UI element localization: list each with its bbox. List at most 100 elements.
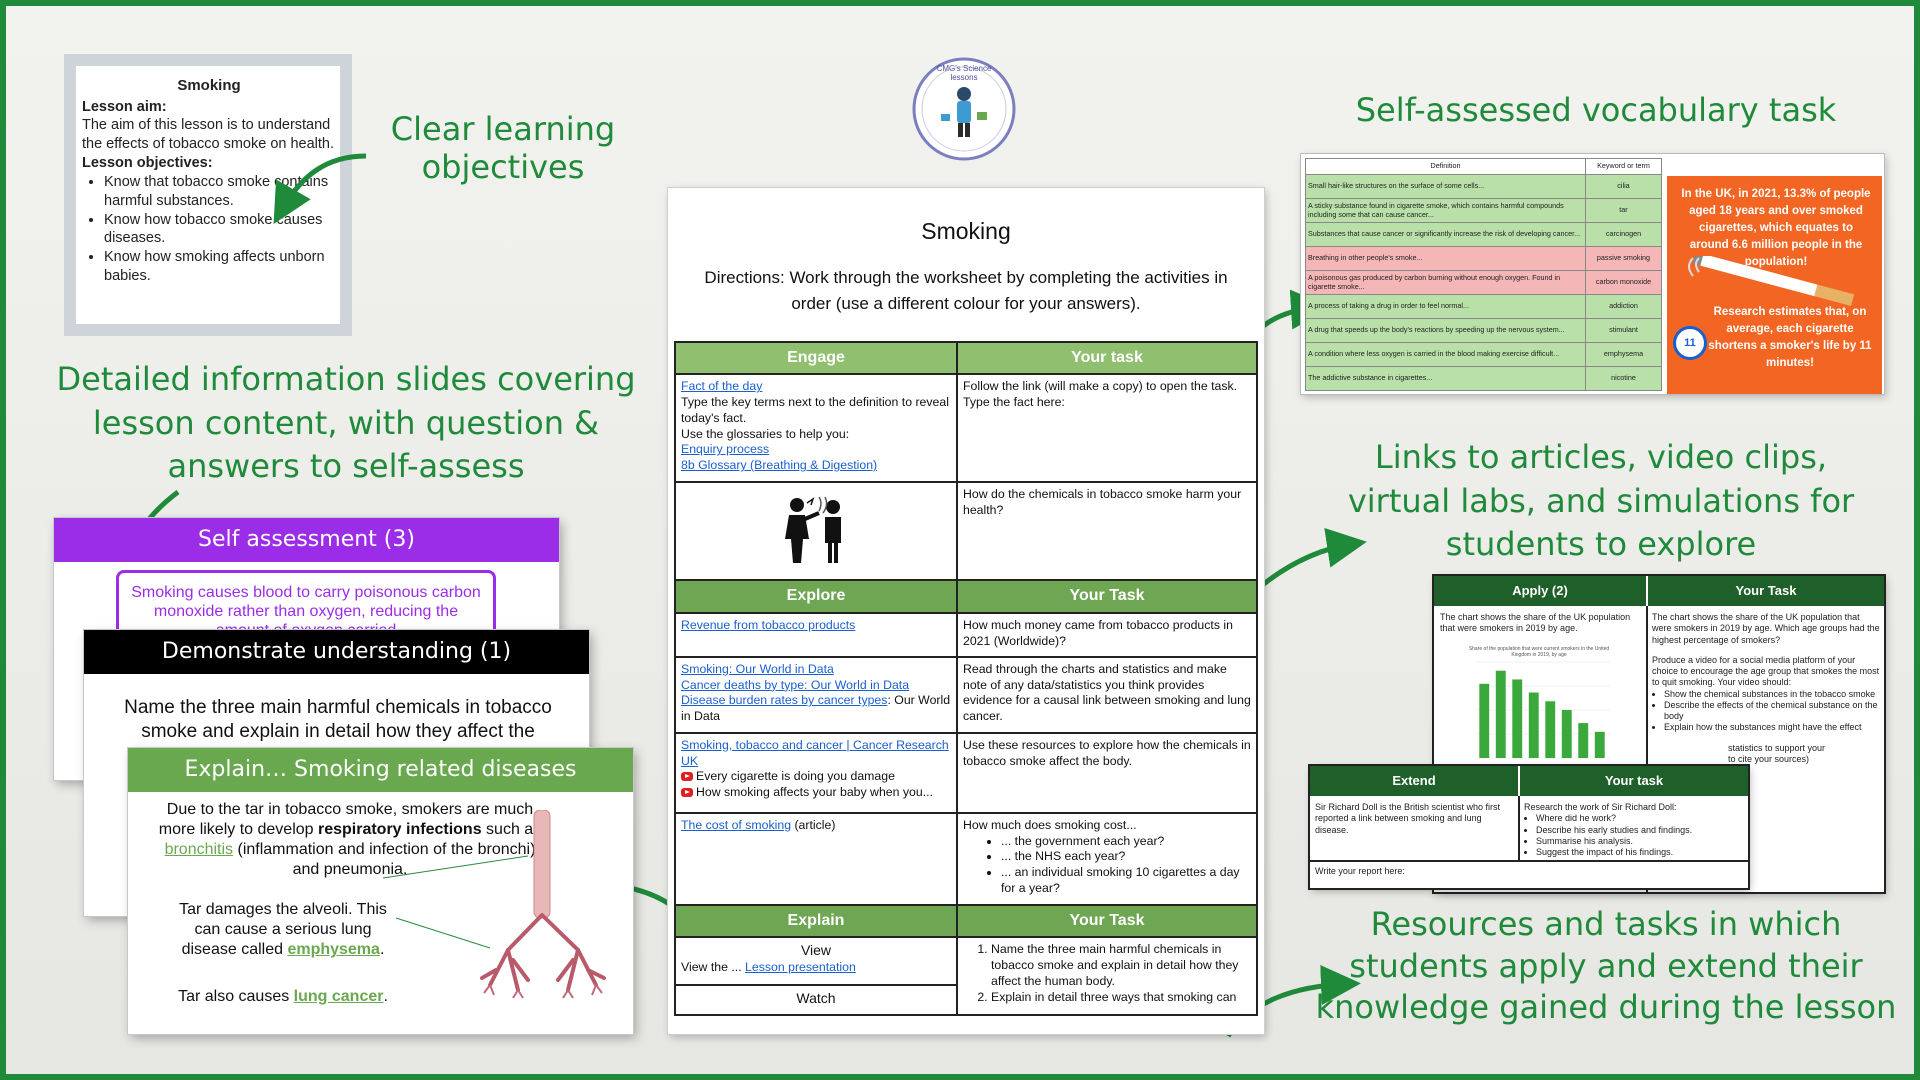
cruk-link[interactable]: Smoking, tobacco and cancer | Cancer Res… <box>681 737 949 768</box>
charts-question: Read through the charts and statistics a… <box>956 655 1258 734</box>
chart-bar <box>1594 731 1605 758</box>
explain-task-item: Explain in detail three ways that smokin… <box>991 990 1251 1006</box>
fact-of-the-day-link[interactable]: Fact of the day <box>681 379 763 394</box>
extend-task-header: Your task <box>1520 766 1748 796</box>
research-text: Research estimates that, on average, eac… <box>1708 306 1872 370</box>
apply-chart-title: Share of the population that were curren… <box>1468 646 1610 658</box>
slide-explain-p2: Tar damages the alveoli. This can cause … <box>179 901 387 958</box>
video-link-1[interactable]: Every cigarette is doing you damage <box>681 769 895 783</box>
vocab-keyword[interactable]: emphysema <box>1585 342 1662 367</box>
vocab-col-keyword: Keyword or term <box>1585 158 1662 175</box>
vocab-keyword[interactable]: carcinogen <box>1585 222 1662 247</box>
explain-task-cell: Name the three main harmful chemicals in… <box>956 936 1258 1017</box>
slide-self-assessment-title: Self assessment (3) <box>54 518 559 562</box>
chart-bar <box>1479 683 1490 758</box>
pointer-lines <box>382 855 529 949</box>
emphysema-link[interactable]: emphysema <box>287 941 380 958</box>
vocab-keyword[interactable]: tar <box>1585 198 1662 223</box>
vocab-definition: A condition where less oxygen is carried… <box>1305 342 1586 367</box>
divider <box>1518 796 1520 860</box>
youtube-icon <box>681 788 693 798</box>
bronchitis-link[interactable]: bronchitis <box>164 841 234 858</box>
objective-item: Know how tobacco smoke causes diseases. <box>104 211 336 249</box>
chart-bar <box>1578 723 1589 758</box>
vocab-keyword[interactable]: carbon monoxide <box>1585 270 1662 295</box>
owid-cancer-deaths-link[interactable]: Cancer deaths by type: Our World in Data <box>681 677 910 692</box>
extend-right-text: Research the work of Sir Richard Doll: W… <box>1524 802 1746 858</box>
apply-task-header: Your Task <box>1648 576 1884 606</box>
objective-item: Know how smoking affects unborn babies. <box>104 248 336 286</box>
vocab-keyword[interactable]: stimulant <box>1585 318 1662 343</box>
vocab-keyword[interactable]: cilia <box>1585 174 1662 199</box>
clock-icon: 11 <box>1673 326 1707 360</box>
revenue-cell: Revenue from tobacco products <box>674 611 958 658</box>
view-label: View <box>800 942 832 959</box>
watch-label: Watch <box>796 990 836 1007</box>
fact-panel: In the UK, in 2021, 13.3% of people aged… <box>1667 176 1882 394</box>
divider <box>1310 860 1748 862</box>
vocab-keyword[interactable]: passive smoking <box>1585 246 1662 271</box>
aim-text: The aim of this lesson is to understand … <box>82 117 335 153</box>
clock-number: 11 <box>1684 337 1696 349</box>
explore-header: Explore <box>674 579 958 614</box>
vocab-definition: A drug that speeds up the body's reactio… <box>1305 318 1586 343</box>
apply-chart: Share of the population that were curren… <box>1464 646 1614 766</box>
vocab-definition: Breathing in other people's smoke... <box>1305 246 1586 271</box>
enquiry-process-link[interactable]: Enquiry process <box>681 442 770 457</box>
vocab-col-definition: Definition <box>1305 158 1586 175</box>
extend-footer: Write your report here: <box>1315 866 1405 876</box>
engage-question-cell: How do the chemicals in tobacco smoke ha… <box>956 481 1258 582</box>
vocab-task-card: Definition Keyword or term Small hair-li… <box>1301 154 1884 394</box>
vocab-definition: A poisonous gas produced by carbon burni… <box>1305 270 1586 295</box>
engage-header: Engage <box>674 340 958 376</box>
objective-item: Know that tobacco smoke contains harmful… <box>104 173 336 211</box>
apply-bullet: Show the chemical substances in the toba… <box>1664 689 1880 700</box>
slide-demonstrate-title: Demonstrate understanding (1) <box>84 630 589 674</box>
cost-item: ... an individual smoking 10 cigarettes … <box>1001 865 1251 896</box>
chart-bar <box>1561 710 1572 758</box>
explore-task-header: Your Task <box>956 579 1258 614</box>
vocab-table: Definition Keyword or term Small hair-li… <box>1305 158 1662 391</box>
objectives-label: Lesson objectives: <box>82 155 213 172</box>
extend-bullet: Summarise his analysis. <box>1536 836 1746 847</box>
vocab-keyword[interactable]: addiction <box>1585 294 1662 319</box>
chart-bar <box>1512 679 1523 758</box>
video-link-2[interactable]: How smoking affects your baby when you..… <box>681 785 933 799</box>
owid-smoking-link[interactable]: Smoking: Our World in Data <box>681 661 834 676</box>
heading-objectives: Clear learning objectives <box>390 110 616 187</box>
slide-explain-p3: Tar also causes lung cancer. <box>178 988 388 1005</box>
cost-of-smoking-link[interactable]: The cost of smoking <box>681 817 792 832</box>
glossary-link[interactable]: 8b Glossary (Breathing & Digestion) <box>681 458 878 473</box>
engage-task-header: Your task <box>956 340 1258 376</box>
objectives-card-title: Smoking <box>177 77 241 94</box>
engage-cell: Fact of the day Type the key terms next … <box>674 373 958 484</box>
logo-text: CMG's Science lessons <box>936 64 992 82</box>
owid-disease-burden-link[interactable]: Disease burden rates by cancer types <box>681 693 888 708</box>
apply-left-text: The chart shows the share of the UK popu… <box>1440 612 1631 634</box>
chart-bar <box>1495 670 1506 758</box>
passive-smoking-icon <box>785 496 841 564</box>
cigarette-icon <box>1688 256 1855 306</box>
objectives-card: Smoking Lesson aim: The aim of this less… <box>64 54 352 336</box>
explain-task-header: Your Task <box>956 903 1258 939</box>
lung-cancer-link[interactable]: lung cancer <box>293 988 384 1005</box>
revenue-link[interactable]: Revenue from tobacco products <box>681 617 856 632</box>
aim-label: Lesson aim: <box>82 98 167 115</box>
cost-item: ... the government each year? <box>1001 834 1251 850</box>
heading-vocab: Self-assessed vocabulary task <box>1355 91 1837 129</box>
objectives-list: Know that tobacco smoke contains harmful… <box>82 173 336 286</box>
extend-card: Extend Your task Sir Richard Doll is the… <box>1310 766 1748 888</box>
worksheet-title: Smoking <box>921 218 1011 244</box>
apply-bullet: Explain how the substances might have th… <box>1664 722 1880 733</box>
vocab-definition: The addictive substance in cigarettes... <box>1305 366 1586 391</box>
vocab-keyword[interactable]: nicotine <box>1585 366 1662 391</box>
extend-bullet: Suggest the impact of his findings. <box>1536 847 1746 858</box>
heading-resources: Resources and tasks in which students ap… <box>1315 905 1897 1027</box>
divider <box>1646 606 1648 892</box>
fact-text: In the UK, in 2021, 13.3% of people aged… <box>1681 188 1871 269</box>
watch-cell: Watch <box>674 984 958 1017</box>
logo-badge-icon <box>912 57 1016 161</box>
presentation-link[interactable]: Lesson presentation <box>745 960 856 975</box>
slide-explain-diseases: Explain… Smoking related diseases Due to… <box>128 748 633 1034</box>
cruk-cell: Smoking, tobacco and cancer | Cancer Res… <box>674 731 958 814</box>
